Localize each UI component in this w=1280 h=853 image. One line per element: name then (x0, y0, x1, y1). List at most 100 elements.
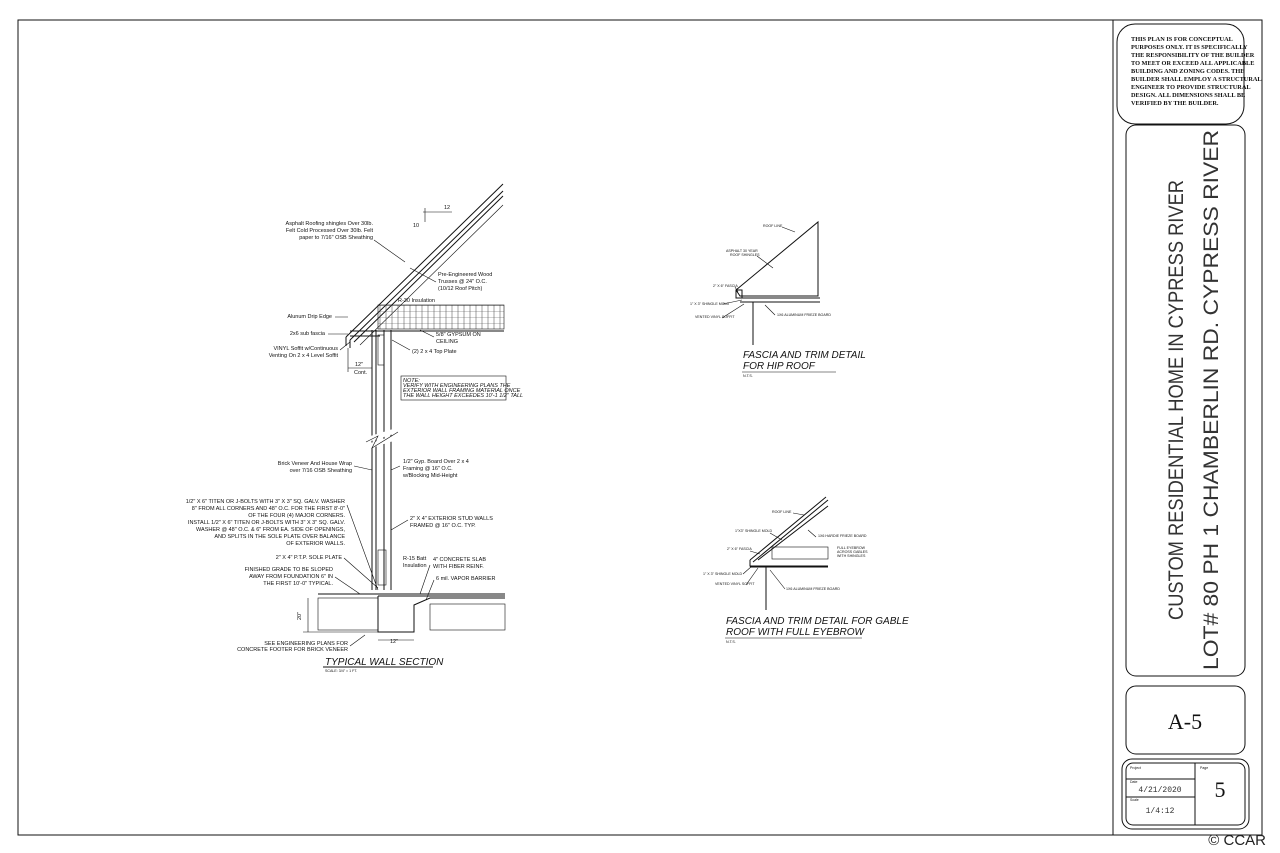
title-block-border (1112, 19, 1263, 836)
svg-text:ROOF WITH FULL EYEBROW: ROOF WITH FULL EYEBROW (726, 627, 866, 638)
svg-text:BUILDER SHALL EMPLOY A STRUCTU: BUILDER SHALL EMPLOY A STRUCTURAL (1131, 76, 1262, 83)
svg-text:Trusses @ 24" O.C.: Trusses @ 24" O.C. (438, 279, 487, 285)
svg-text:ROOF LINE: ROOF LINE (763, 224, 783, 228)
svg-text:R-30 Insulation: R-30 Insulation (398, 298, 435, 304)
svg-text:12: 12 (444, 205, 450, 211)
svg-text:WITH FIBER REINF.: WITH FIBER REINF. (433, 564, 484, 570)
svg-text:4" CONCRETE SLAB: 4" CONCRETE SLAB (433, 557, 486, 563)
svg-text:2" X 4" P.T.P. SOLE PLATE: 2" X 4" P.T.P. SOLE PLATE (276, 555, 343, 561)
project-title-line2: LOT# 80 PH 1 CHAMBERLIN RD. CYPRESS RIVE… (1200, 130, 1223, 670)
svg-text:FINISHED GRADE TO BE SLOPED: FINISHED GRADE TO BE SLOPED (245, 567, 333, 573)
svg-text:2x6 sub fascia: 2x6 sub fascia (290, 331, 326, 337)
svg-text:TO MEET OR EXCEED ALL APPLICAB: TO MEET OR EXCEED ALL APPLICABLE (1131, 60, 1254, 67)
svg-text:paper to 7/16" OSB Sheathing: paper to 7/16" OSB Sheathing (299, 235, 373, 241)
svg-text:ASPHALT 30 YEAR: ASPHALT 30 YEAR (726, 249, 758, 253)
svg-text:2" X 4" EXTERIOR STUD WALLS: 2" X 4" EXTERIOR STUD WALLS (410, 516, 493, 522)
svg-text:VENTED VINYL SOFFIT: VENTED VINYL SOFFIT (695, 315, 735, 319)
svg-text:VERIFY WITH ENGINEERING PLANS: VERIFY WITH ENGINEERING PLANS THE (403, 383, 511, 389)
svg-text:w/Blocking Mid-Height: w/Blocking Mid-Height (402, 473, 458, 479)
svg-text:20": 20" (297, 612, 303, 620)
typical-wall-section: 12 10 12" Cont. 20" 12" Asphalt Roofing … (186, 183, 523, 673)
svg-text:CONCRETE FOOTER FOR BRICK VENE: CONCRETE FOOTER FOR BRICK VENEER (237, 647, 348, 653)
svg-text:VENTED VINYL SOFFIT: VENTED VINYL SOFFIT (715, 582, 755, 586)
svg-text:1X6 HARDIE FRIEZE BOARD: 1X6 HARDIE FRIEZE BOARD (818, 534, 867, 538)
svg-text:VINYL Soffit w/Continuous: VINYL Soffit w/Continuous (273, 346, 338, 352)
svg-text:CEILING: CEILING (436, 339, 458, 345)
svg-text:THE WALL HEIGHT EXCEEDES 10'-1: THE WALL HEIGHT EXCEEDES 10'-1 1/2" TALL (403, 393, 523, 399)
scale-label: Scale (1130, 798, 1139, 802)
svg-text:THIS PLAN IS FOR CONCEPTUAL: THIS PLAN IS FOR CONCEPTUAL (1131, 36, 1233, 43)
svg-text:1" X 3" SHINGLE MOLD: 1" X 3" SHINGLE MOLD (703, 572, 743, 576)
svg-text:Insulation: Insulation (403, 563, 427, 569)
svg-text:VERIFIED BY THE BUILDER.: VERIFIED BY THE BUILDER. (1131, 100, 1219, 107)
svg-text:N.T.S.: N.T.S. (726, 640, 736, 644)
svg-text:INSTALL 1/2" X 6" TITEN OR J-B: INSTALL 1/2" X 6" TITEN OR J-BOLTS WITH … (188, 520, 346, 526)
date-value: 4/21/2020 (1138, 786, 1181, 795)
svg-text:PURPOSES ONLY. IT IS SPECIFICA: PURPOSES ONLY. IT IS SPECIFICALLY (1131, 44, 1248, 51)
svg-text:ROOF LINE: ROOF LINE (772, 510, 792, 514)
svg-text:Cont.: Cont. (354, 370, 368, 376)
svg-text:AWAY FROM FOUNDATION 6" IN: AWAY FROM FOUNDATION 6" IN (249, 574, 333, 580)
page-number: 5 (1215, 777, 1226, 802)
disclaimer-box (1116, 23, 1245, 125)
hip-roof-detail: ROOF LINE ASPHALT 30 YEAR ROOF SHINGLES … (690, 220, 866, 378)
svg-text:Brick Veneer And House Wrap: Brick Veneer And House Wrap (278, 461, 352, 467)
svg-text:ROOF SHINGLES: ROOF SHINGLES (730, 253, 760, 257)
svg-text:FRAMED @ 16" O.C. TYP.: FRAMED @ 16" O.C. TYP. (410, 523, 476, 529)
svg-text:1X6 ALUMINUM FRIEZE BOARD: 1X6 ALUMINUM FRIEZE BOARD (777, 313, 831, 317)
svg-text:1X6 ALUMINUM FRIEZE BOARD: 1X6 ALUMINUM FRIEZE BOARD (786, 587, 840, 591)
svg-text:(2) 2 x 4 Top Plate: (2) 2 x 4 Top Plate (412, 349, 457, 355)
svg-text:1/2" Gyp. Board Over 2 x 4: 1/2" Gyp. Board Over 2 x 4 (403, 459, 469, 465)
svg-text:SCALE: 3/4" = 1 FT.: SCALE: 3/4" = 1 FT. (325, 669, 357, 673)
svg-text:EXTERIOR WALL FRAMING MATERIAL: EXTERIOR WALL FRAMING MATERIAL ONCE (403, 388, 521, 394)
svg-text:FOR HIP ROOF: FOR HIP ROOF (743, 361, 816, 372)
svg-text:5/8" GYPSUM ON: 5/8" GYPSUM ON (436, 332, 481, 338)
svg-text:Pre-Engineered Wood: Pre-Engineered Wood (438, 272, 492, 278)
svg-text:1/2" X 6" TITEN OR J-BOLTS WIT: 1/2" X 6" TITEN OR J-BOLTS WITH 3" X 3" … (186, 499, 345, 505)
svg-text:FASCIA AND TRIM DETAIL: FASCIA AND TRIM DETAIL (743, 350, 866, 361)
project-title-line1: CUSTOM RESIDENTIAL HOME IN CYPRESS RIVER (1165, 180, 1188, 620)
svg-text:WASHER @ 48" O.C. & 6" FROM EA: WASHER @ 48" O.C. & 6" FROM EA. SIDE OF … (196, 527, 345, 533)
svg-text:THE FIRST 10'-0" TYPICAL.: THE FIRST 10'-0" TYPICAL. (263, 581, 333, 587)
scale-value: 1/4:12 (1146, 807, 1175, 816)
svg-text:R-15 Batt: R-15 Batt (403, 556, 427, 562)
svg-text:over 7/16 OSB Sheathing: over 7/16 OSB Sheathing (290, 468, 352, 474)
svg-text:THE RESPONSIBILITY OF THE BUIL: THE RESPONSIBILITY OF THE BUILDER (1131, 52, 1255, 59)
project-label: Project (1130, 766, 1141, 770)
svg-text:2" X 6" FASCIA: 2" X 6" FASCIA (713, 284, 738, 288)
sheet-border (17, 19, 1263, 836)
svg-text:N.T.S.: N.T.S. (743, 374, 753, 378)
gable-roof-detail: ROOF LINE 1"X3" SHINGLE MOLD 1X6 HARDIE … (703, 496, 909, 644)
svg-text:SEE ENGINEERING PLANS FOR: SEE ENGINEERING PLANS FOR (264, 641, 348, 647)
disclaimer-text: THIS PLAN IS FOR CONCEPTUAL PURPOSES ONL… (1131, 36, 1262, 107)
sheet-number-box (1125, 685, 1246, 755)
svg-text:Asphalt Roofing shingles Over: Asphalt Roofing shingles Over 30lb. (286, 221, 374, 227)
svg-text:DESIGN. ALL DIMENSIONS SHALL B: DESIGN. ALL DIMENSIONS SHALL BE (1131, 92, 1245, 99)
svg-text:Framing @ 16" O.C.: Framing @ 16" O.C. (403, 466, 453, 472)
sheet-number: A-5 (1168, 709, 1202, 734)
project-title-panel (1125, 124, 1246, 677)
svg-text:12": 12" (355, 362, 363, 368)
title-block-inner (1125, 762, 1246, 826)
svg-text:ENGINEER TO PROVIDE STRUCTURAL: ENGINEER TO PROVIDE STRUCTURAL (1131, 84, 1251, 91)
svg-text:Venting On 2 x 4 Level Soffit: Venting On 2 x 4 Level Soffit (269, 353, 339, 359)
svg-text:1" X 3" SHINGLE MOLD: 1" X 3" SHINGLE MOLD (690, 302, 730, 306)
svg-text:OF THE FOUR (4) MAJOR CORNERS.: OF THE FOUR (4) MAJOR CORNERS. (248, 513, 345, 519)
svg-text:1"X3" SHINGLE MOLD: 1"X3" SHINGLE MOLD (735, 529, 773, 533)
svg-text:BUILDING AND ZONING CODES. THE: BUILDING AND ZONING CODES. THE (1131, 68, 1244, 75)
svg-text:(10/12 Roof Pitch): (10/12 Roof Pitch) (438, 286, 482, 292)
date-label: Date (1130, 780, 1137, 784)
svg-text:10: 10 (413, 223, 419, 229)
svg-text:WITH SHINGLES: WITH SHINGLES (837, 554, 866, 558)
svg-text:12": 12" (390, 639, 398, 645)
wall-section-title: TYPICAL WALL SECTION (325, 657, 444, 668)
svg-text:FULL EYEBROW: FULL EYEBROW (837, 546, 866, 550)
page-label: Page (1200, 766, 1208, 770)
svg-text:2" X 6" FASCIA: 2" X 6" FASCIA (727, 547, 752, 551)
svg-text:AND SPLITS IN THE SOLE PLATE O: AND SPLITS IN THE SOLE PLATE OVER BALANC… (214, 534, 345, 540)
svg-text:OF EXTERIOR WALLS.: OF EXTERIOR WALLS. (286, 541, 345, 547)
svg-text:NOTE:: NOTE: (403, 378, 420, 384)
svg-text:Alunum Drip Edge: Alunum Drip Edge (287, 314, 332, 320)
title-block-outer (1121, 758, 1250, 830)
